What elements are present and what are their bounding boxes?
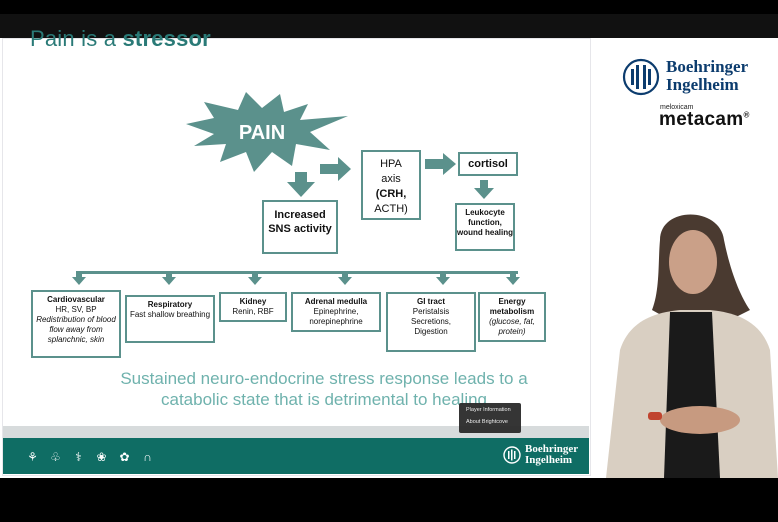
lungs-icon: ♧ xyxy=(50,450,61,464)
arrow-down-leukocyte xyxy=(474,180,494,199)
metacam-logo: metacam® xyxy=(659,109,750,131)
gi-tract-box: GI tract Peristalsis Secretions, Digesti… xyxy=(386,292,476,352)
meloxicam-label: meloxicam xyxy=(660,104,694,111)
gi-title: GI tract xyxy=(416,297,445,306)
pain-starburst-icon: PAIN xyxy=(186,92,348,172)
company-line1: Boehringer xyxy=(666,57,749,76)
kidney-box: Kidney Renin, RBF xyxy=(219,292,287,322)
presenter-video xyxy=(606,214,778,478)
footer-logo: Boehringer Ingelheim xyxy=(503,444,578,466)
menu-player-information[interactable]: Player Information xyxy=(466,407,511,413)
player-bottom-bar xyxy=(0,478,778,522)
resp-sub: Fast shallow breathing xyxy=(129,310,211,319)
leukocyte-box: Leukocyte function, wound healing xyxy=(455,203,515,251)
hpa-line2: axis xyxy=(381,173,401,185)
leukocyte-label: Leukocyte function, wound healing xyxy=(457,208,513,237)
energy-title: Energy metabolism xyxy=(489,297,535,316)
pain-label: PAIN xyxy=(239,122,285,144)
player-top-bar xyxy=(0,14,778,38)
player-context-menu[interactable]: Player Information About Brightcove xyxy=(459,403,521,433)
resp-title: Respiratory xyxy=(147,300,193,309)
slide-title: Pain is a stressor xyxy=(30,26,211,52)
hpa-line4: ACTH) xyxy=(374,203,408,215)
paw-print-icon: ✿ xyxy=(119,450,130,464)
arrow-right-cortisol xyxy=(425,153,456,175)
company-line2: Ingelheim xyxy=(666,75,739,94)
paw-icon: ❀ xyxy=(96,450,107,464)
cardiovascular-box: Cardiovascular HR, SV, BP Redistribution… xyxy=(31,290,121,358)
cardio-title: Cardiovascular xyxy=(47,295,105,304)
plant-icon: ⚕ xyxy=(75,450,82,464)
slide-title-prefix: Pain is a xyxy=(30,26,123,51)
slide-divider xyxy=(3,426,589,438)
sns-label: Increased SNS activity xyxy=(268,209,332,235)
species-icons: ⚘ ♧ ⚕ ❀ ✿ ∩ xyxy=(26,450,154,464)
footer-logo-line1: Boehringer xyxy=(525,443,579,455)
kidney-sub: Renin, RBF xyxy=(232,307,274,316)
menu-about-brightcove[interactable]: About Brightcove xyxy=(466,419,508,425)
cardio-italic: Redistribution of blood flow away from s… xyxy=(36,315,116,344)
adrenal-title: Adrenal medulla xyxy=(304,297,368,306)
sns-box: Increased SNS activity xyxy=(262,200,338,254)
adrenal-box: Adrenal medulla Epinephrine, norepinephr… xyxy=(291,292,381,332)
boehringer-logo: Boehringer Ingelheim xyxy=(622,58,772,100)
adrenal-sub: Epinephrine, norepinephrine xyxy=(309,307,363,326)
sustained-response-text: Sustained neuro-endocrine stress respons… xyxy=(120,369,528,409)
hpa-line3: (CRH, xyxy=(375,188,407,200)
footprints-icon: ⚘ xyxy=(27,450,38,464)
kidney-title: Kidney xyxy=(239,297,267,306)
boehringer-logo-icon xyxy=(622,58,660,96)
hpa-box: HPA axis (CRH, ACTH) xyxy=(361,150,421,220)
hpa-line1: HPA xyxy=(380,158,402,170)
horseshoe-icon: ∩ xyxy=(143,450,152,464)
energy-italic: (glucose, fat, protein) xyxy=(489,317,535,336)
cortisol-box: cortisol xyxy=(458,152,518,176)
footer-logo-line2: Ingelheim xyxy=(525,454,573,466)
metacam-text: metacam xyxy=(659,109,744,130)
slide-title-bold: stressor xyxy=(122,26,211,51)
arrow-down-sns xyxy=(287,172,315,197)
arrow-right-hpa xyxy=(320,157,351,181)
distribution-arrows xyxy=(72,271,520,285)
footer-bi-logo-icon xyxy=(503,446,521,464)
cardio-sub: HR, SV, BP xyxy=(55,305,97,314)
energy-box: Energy metabolism (glucose, fat, protein… xyxy=(478,292,546,342)
slide-footer xyxy=(3,438,589,474)
registered-mark: ® xyxy=(743,110,750,120)
respiratory-box: Respiratory Fast shallow breathing xyxy=(125,295,215,343)
cortisol-label: cortisol xyxy=(468,158,508,170)
gi-sub: Peristalsis Secretions, Digestion xyxy=(410,307,452,336)
